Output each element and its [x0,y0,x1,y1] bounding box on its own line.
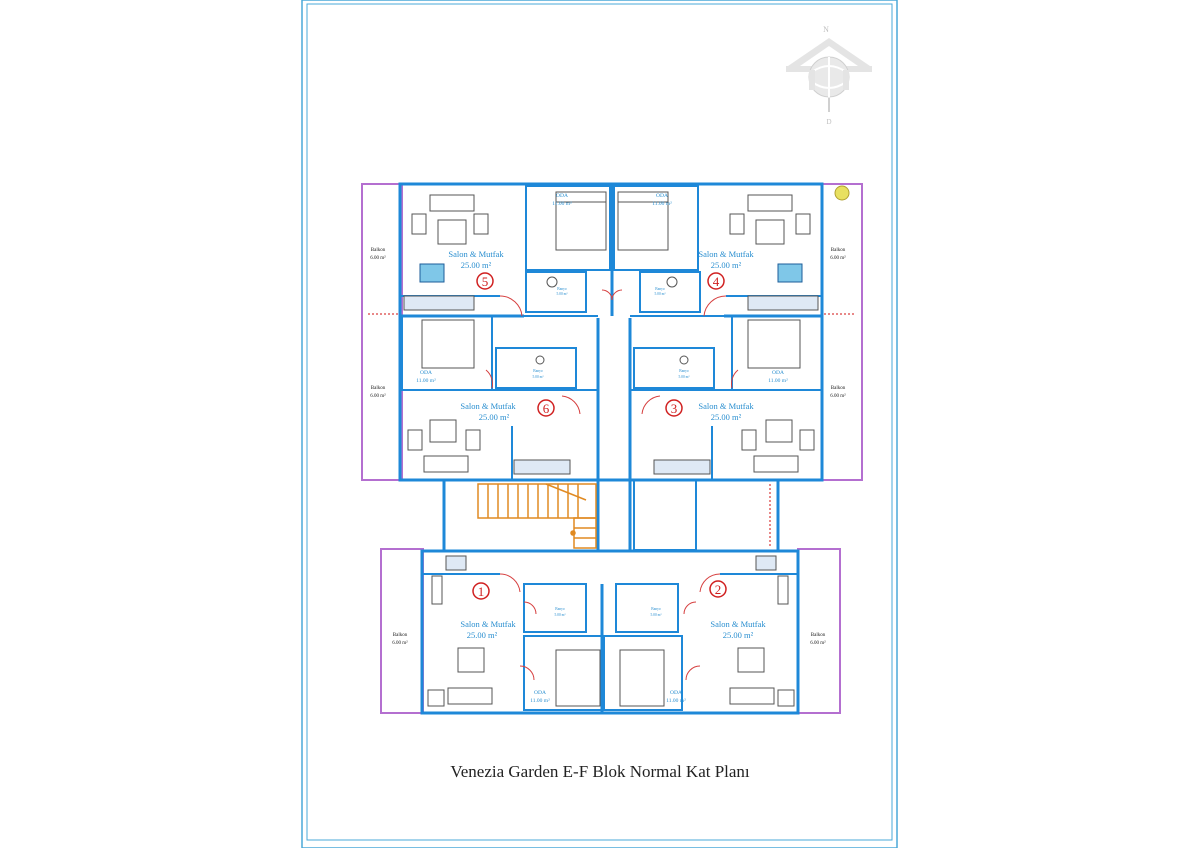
unit-1-oda-label: ODA [534,690,546,696]
unit-3-banyo-area: 5.00 m² [678,375,689,379]
unit-badge-6: 6 [537,399,555,417]
unit-6-oda-label: ODA [420,370,432,376]
unit-6-salon-area: 25.00 m² [479,412,510,422]
unit-6-banyo-area: 5.00 m² [532,375,543,379]
inner-frame [306,3,893,841]
balcony-upper-right [821,183,863,481]
unit-badge-4: 4 [707,272,725,290]
unit-4-balkon-label: Balkon [831,248,846,253]
unit-1-balkon-label: Balkon [393,633,408,638]
staircase [477,483,597,549]
unit-5-banyo-label: Banyo [557,287,567,291]
unit-5-oda-area: 11.00 m² [552,201,572,207]
balcony-upper-left [361,183,403,481]
armchairs [419,263,803,283]
unit-3-banyo-label: Banyo [679,369,689,373]
balcony-lower-left [380,548,424,714]
unit-5-salon-label: Salon & Mutfak [448,249,504,259]
compass-south-label: D [826,118,831,126]
compass-north-label: N [823,25,829,34]
unit-6-oda-area: 11.00 m² [416,378,436,384]
svg-text:5: 5 [482,274,489,289]
unit-2-balkon-area: 6.00 m² [810,640,826,646]
unit-1-banyo-area: 5.00 m² [554,613,565,617]
unit-badge-3: 3 [665,399,683,417]
unit-2-balkon-label: Balkon [811,633,826,638]
compass-logo-icon: N D [786,25,872,126]
svg-text:3: 3 [671,401,678,416]
unit-6-salon-label: Salon & Mutfak [460,401,516,411]
unit-6-balkon-label: Balkon [371,386,386,391]
unit-2-oda-label: ODA [670,690,682,696]
unit-6-balkon-area: 6.00 m² [370,393,386,399]
unit-4-oda-label: ODA [656,193,668,199]
plant-icon [834,185,850,201]
room-labels: Salon & Mutfak 25.00 m² ODA 11.00 m² Ban… [370,193,846,704]
unit-1-banyo-label: Banyo [555,607,565,611]
plan-title: Venezia Garden E-F Blok Normal Kat Planı [450,762,750,781]
furniture [403,191,819,707]
unit-4-balkon-area: 6.00 m² [830,255,846,261]
unit-3-salon-label: Salon & Mutfak [698,401,754,411]
unit-badge-2: 2 [709,580,727,598]
unit-6-banyo-label: Banyo [533,369,543,373]
unit-3-balkon-area: 6.00 m² [830,393,846,399]
unit-1-salon-label: Salon & Mutfak [460,619,516,629]
unit-4-banyo-label: Banyo [655,287,665,291]
unit-5-salon-area: 25.00 m² [461,260,492,270]
unit-1-oda-area: 11.00 m² [530,698,550,704]
unit-badge-5: 5 [476,272,494,290]
unit-4-banyo-area: 5.00 m² [654,292,665,296]
unit-3-oda-label: ODA [772,370,784,376]
svg-text:4: 4 [713,274,720,289]
walls [398,182,824,715]
unit-badge-1: 1 [472,582,490,600]
unit-5-oda-label: ODA [556,193,568,199]
door-swings [485,289,739,681]
unit-1-salon-area: 25.00 m² [467,630,498,640]
unit-2-banyo-area: 5.00 m² [650,613,661,617]
unit-4-salon-label: Salon & Mutfak [698,249,754,259]
unit-5-balkon-label: Balkon [371,248,386,253]
unit-3-oda-area: 11.00 m² [768,378,788,384]
unit-2-salon-label: Salon & Mutfak [710,619,766,629]
unit-3-balkon-label: Balkon [831,386,846,391]
svg-text:6: 6 [543,401,550,416]
unit-2-oda-area: 11.00 m² [666,698,686,704]
svg-text:1: 1 [478,584,485,599]
unit-5-banyo-area: 5.00 m² [556,292,567,296]
unit-number-badges: 5 4 6 3 1 2 [472,272,727,600]
unit-3-salon-area: 25.00 m² [711,412,742,422]
unit-4-salon-area: 25.00 m² [711,260,742,270]
unit-1-balkon-area: 6.00 m² [392,640,408,646]
svg-text:2: 2 [715,582,722,597]
balcony-lower-right [797,548,841,714]
unit-4-oda-area: 11.00 m² [652,201,672,207]
unit-2-salon-area: 25.00 m² [723,630,754,640]
unit-2-banyo-label: Banyo [651,607,661,611]
unit-5-balkon-area: 6.00 m² [370,255,386,261]
outer-frame [301,0,898,848]
